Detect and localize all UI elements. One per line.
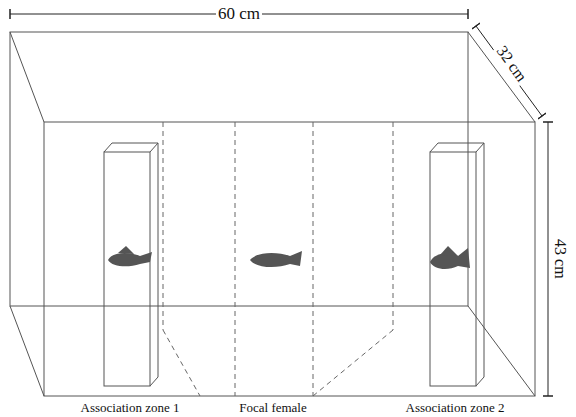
zone-label: Association zone 2 bbox=[404, 401, 507, 415]
dimension-label: 60 cm bbox=[216, 5, 262, 24]
dimension-label: 43 cm bbox=[551, 237, 569, 281]
zone-label: Association zone 1 bbox=[79, 401, 182, 415]
dimension-label: 32 cm bbox=[492, 41, 532, 87]
zone-label: Focal female bbox=[237, 401, 309, 415]
